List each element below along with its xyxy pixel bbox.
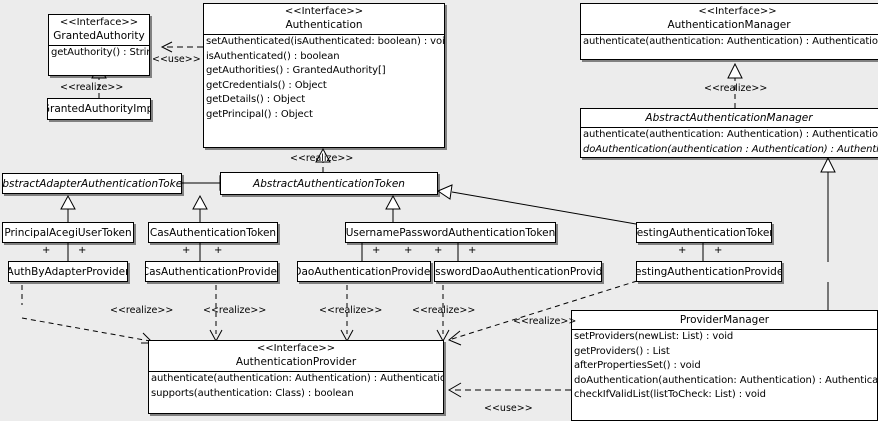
class-members: setProviders(newList: List) : void getPr…: [572, 329, 877, 403]
member-row: authenticate(authentication: Authenticat…: [151, 373, 444, 384]
edge-label-realize-abstract-manager: <<realize>>: [704, 83, 768, 94]
member-row: doAuthentication(authentication : Authen…: [583, 143, 878, 155]
member-row: doAuthentication(authentication: Authent…: [574, 374, 878, 386]
association-visibility-marker: +: [714, 245, 723, 256]
stereotype-label: <<Interface>>: [59, 17, 139, 28]
class-name: AuthByAdapterProvider: [8, 265, 128, 278]
class-name: AuthenticationManager: [667, 19, 791, 31]
class-members: authenticate(authentication: Authenticat…: [581, 34, 878, 50]
association-visibility-marker: +: [78, 245, 87, 256]
class-authentication[interactable]: <<Interface>> Authentication setAuthenti…: [203, 3, 445, 148]
class-header: <<Interface>> GrantedAuthority: [49, 15, 149, 45]
stereotype-label: <<Interface>>: [284, 6, 364, 17]
class-dao-authentication-provider[interactable]: DaoAuthenticationProvider: [297, 261, 431, 282]
member-row: setAuthenticated(isAuthenticated: boolea…: [206, 36, 445, 47]
member-row: getProviders() : List: [574, 345, 670, 357]
association-visibility-marker: +: [214, 245, 223, 256]
class-principal-acegi-user-token[interactable]: PrincipalAcegiUserToken: [2, 222, 134, 243]
association-visibility-marker: +: [404, 245, 413, 256]
class-abstract-authentication-token[interactable]: AbstractAuthenticationToken: [220, 172, 438, 195]
class-cas-authentication-provider[interactable]: CasAuthenticationProvider: [145, 261, 278, 282]
class-header: <<Interface>> Authentication: [204, 4, 444, 34]
member-row: getDetails() : Object: [206, 94, 306, 105]
class-name: GrantedAuthority: [53, 30, 145, 42]
member-row: getPrincipal() : Object: [206, 108, 313, 120]
class-name: CasAuthenticationToken: [149, 226, 277, 239]
member-row: authenticate(authentication: Authenticat…: [583, 36, 878, 47]
class-abstract-authentication-manager[interactable]: AbstractAuthenticationManager authentica…: [580, 108, 878, 158]
class-name: AbstractAuthenticationToken: [253, 177, 405, 190]
class-name: AbstractAdapterAuthenticationToken: [2, 177, 182, 190]
class-granted-authority-impl[interactable]: GrantedAuthorityImpl: [47, 98, 151, 120]
class-authentication-provider[interactable]: <<Interface>> AuthenticationProvider aut…: [148, 340, 444, 414]
stereotype-label: <<Interface>>: [256, 343, 336, 354]
class-name: Authentication: [285, 19, 363, 31]
member-row: afterPropertiesSet() : void: [574, 360, 701, 371]
association-visibility-marker: +: [372, 245, 381, 256]
class-granted-authority[interactable]: <<Interface>> GrantedAuthority getAuthor…: [48, 14, 150, 76]
class-password-dao-authentication-provider[interactable]: PasswordDaoAuthenticationProvider: [434, 261, 602, 282]
member-row: supports(authentication: Class) : boolea…: [151, 387, 354, 399]
class-name: PrincipalAcegiUserToken: [4, 226, 132, 239]
class-authentication-manager[interactable]: <<Interface>> AuthenticationManager auth…: [580, 3, 878, 60]
class-members: setAuthenticated(isAuthenticated: boolea…: [204, 34, 444, 122]
class-name: PasswordDaoAuthenticationProvider: [435, 265, 602, 278]
member-row: isAuthenticated() : boolean: [206, 50, 340, 62]
class-name: TestingAuthenticationToken: [636, 226, 772, 239]
class-header: <<Interface>> AuthenticationManager: [581, 4, 878, 34]
edge-label-realize-password-dao-provider: <<realize>>: [412, 305, 476, 316]
class-provider-manager[interactable]: ProviderManager setProviders(newList: Li…: [571, 310, 878, 421]
member-row: getAuthorities() : GrantedAuthority[]: [206, 65, 386, 76]
edge-label-realize-abstract-token: <<realize>>: [290, 153, 354, 164]
class-auth-by-adapter-provider[interactable]: AuthByAdapterProvider: [8, 261, 128, 282]
class-name: ProviderManager: [679, 314, 770, 326]
member-row: setProviders(newList: List) : void: [574, 331, 734, 342]
class-name: DaoAuthenticationProvider: [297, 265, 431, 278]
association-visibility-marker: +: [182, 245, 191, 256]
member-row: getAuthority() : String: [51, 47, 150, 58]
class-name: TestingAuthenticationProvider: [636, 265, 782, 278]
edge-label-realize-cas-provider: <<realize>>: [203, 305, 267, 316]
class-name: AbstractAuthenticationManager: [645, 112, 813, 124]
class-members: getAuthority() : String: [49, 45, 149, 61]
class-name: UsernamePasswordAuthenticationToken: [345, 226, 556, 239]
class-abstract-adapter-authentication-token[interactable]: AbstractAdapterAuthenticationToken: [2, 173, 182, 194]
edge-label-realize-granted-impl: <<realize>>: [60, 82, 124, 93]
edge-label-realize-testing-provider: <<realize>>: [513, 316, 577, 327]
edge-label-use-authentication-granted: <<use>>: [152, 54, 201, 65]
member-row: checkIfValidList(listToCheck: List) : vo…: [574, 389, 766, 400]
class-name: AuthenticationProvider: [235, 356, 357, 368]
association-visibility-marker: +: [678, 245, 687, 256]
stereotype-label: <<Interface>>: [698, 6, 777, 17]
class-name: GrantedAuthorityImpl: [47, 103, 151, 115]
class-header: <<Interface>> AuthenticationProvider: [149, 341, 443, 371]
member-row: authenticate(authentication: Authenticat…: [583, 129, 878, 140]
association-visibility-marker: +: [42, 245, 51, 256]
association-visibility-marker: +: [434, 245, 443, 256]
class-members: authenticate(authentication: Authenticat…: [581, 127, 878, 157]
class-header: ProviderManager: [572, 311, 877, 329]
class-username-password-authentication-token[interactable]: UsernamePasswordAuthenticationToken: [345, 222, 556, 243]
edge-label-use-provider-manager: <<use>>: [484, 403, 533, 414]
class-cas-authentication-token[interactable]: CasAuthenticationToken: [148, 222, 278, 243]
member-row: getCredentials() : Object: [206, 79, 327, 91]
class-testing-authentication-provider[interactable]: TestingAuthenticationProvider: [636, 261, 782, 282]
class-header: AbstractAuthenticationManager: [581, 109, 878, 127]
edge-label-realize-dao-provider: <<realize>>: [319, 305, 383, 316]
association-visibility-marker: +: [468, 245, 477, 256]
edge-label-realize-auth-by-adapter: <<realize>>: [110, 305, 174, 316]
class-name: CasAuthenticationProvider: [145, 265, 278, 278]
class-members: authenticate(authentication: Authenticat…: [149, 371, 443, 401]
class-testing-authentication-token[interactable]: TestingAuthenticationToken: [636, 222, 772, 243]
